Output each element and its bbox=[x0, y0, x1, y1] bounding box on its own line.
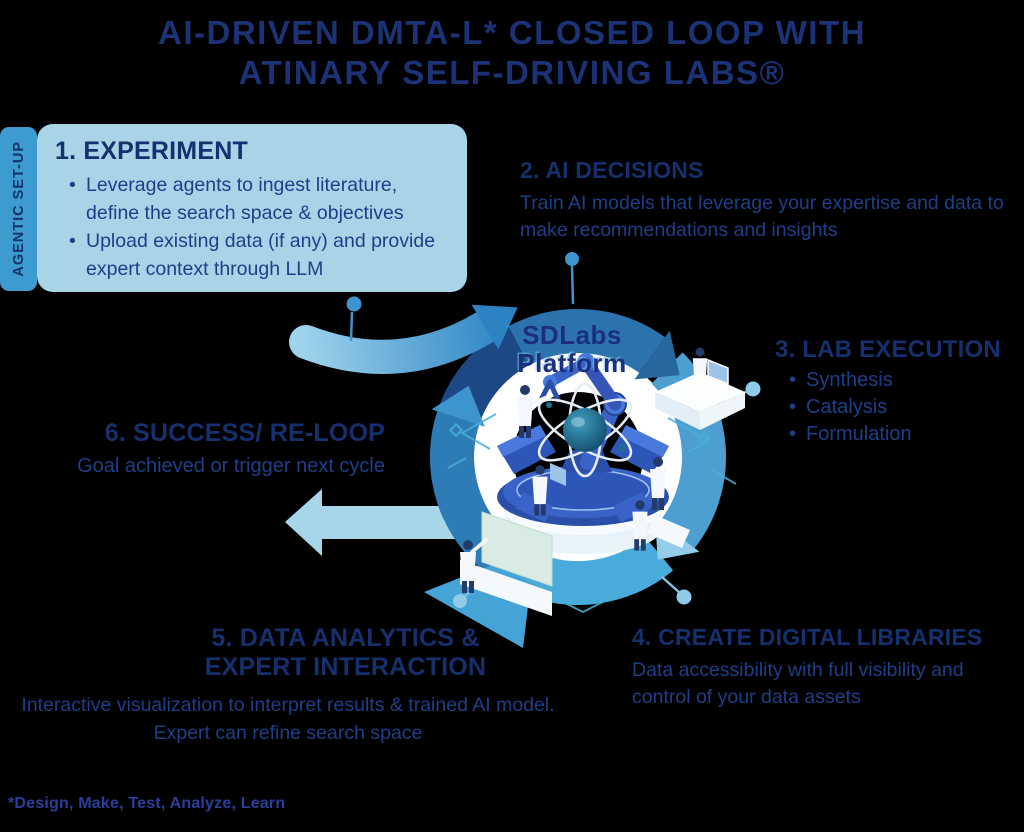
step-ai-decisions-body: Train AI models that leverage your exper… bbox=[520, 192, 1004, 241]
data-analytics-heading-line1: 5. DATA ANALYTICS & bbox=[211, 624, 480, 652]
sdlabs-label-line1: SDLabs bbox=[522, 320, 622, 350]
step-data-analytics-body: Interactive visualization to interpret r… bbox=[21, 694, 555, 744]
page-title-line2: ATINARY SELF-DRIVING LABS® bbox=[238, 54, 786, 91]
page-title-line1: AI-DRIVEN DMTA-L* CLOSED LOOP WITH bbox=[158, 14, 866, 51]
page-title: AI-DRIVEN DMTA-L* CLOSED LOOP WITH ATINA… bbox=[0, 13, 1024, 93]
experiment-bullet-1: Leverage agents to ingest literature, de… bbox=[69, 171, 453, 227]
atom-icon bbox=[537, 382, 633, 478]
step-digital-libraries-body: Data accessibility with full visibility … bbox=[632, 659, 964, 708]
step-lab-execution: 3. LAB EXECUTION Synthesis Catalysis For… bbox=[775, 336, 1024, 448]
step-digital-libraries-heading: 4. CREATE DIGITAL LIBRARIES bbox=[632, 624, 983, 650]
monitor-icon bbox=[707, 358, 729, 386]
step-experiment-heading: 1. EXPERIMENT bbox=[55, 137, 248, 165]
sdlabs-label-line2: Platform bbox=[517, 348, 627, 378]
step-digital-libraries: 4. CREATE DIGITAL LIBRARIES Data accessi… bbox=[632, 624, 1024, 711]
step-data-analytics: 5. DATA ANALYTICS & EXPERT INTERACTION I… bbox=[18, 624, 558, 747]
connector-dot-experiment bbox=[346, 296, 362, 312]
step-lab-execution-bullets: Synthesis Catalysis Formulation bbox=[775, 367, 1024, 448]
agentic-setup-tab: AGENTIC SET-UP bbox=[0, 127, 37, 291]
connector-dot-ai-decisions bbox=[565, 252, 579, 266]
step-ai-decisions-heading: 2. AI DECISIONS bbox=[520, 157, 704, 183]
connector-dot-digital-libraries bbox=[676, 589, 692, 605]
presentation-screen bbox=[460, 511, 553, 616]
robot-lab-illustration bbox=[447, 347, 745, 616]
step-lab-execution-heading: 3. LAB EXECUTION bbox=[775, 336, 1001, 363]
workstation-desk bbox=[655, 347, 745, 430]
lab-bullet-synthesis: Synthesis bbox=[789, 367, 1024, 394]
tablet-icon bbox=[550, 463, 566, 486]
step-success-reloop: 6. SUCCESS/ RE-LOOP Goal achieved or tri… bbox=[25, 420, 385, 480]
sdlabs-platform-label: SDLabs Platform bbox=[472, 321, 672, 377]
step-experiment-bullets: Leverage agents to ingest literature, de… bbox=[55, 171, 453, 283]
step-experiment-card: 1. EXPERIMENT Leverage agents to ingest … bbox=[37, 124, 467, 292]
step-success-reloop-heading: 6. SUCCESS/ RE-LOOP bbox=[104, 419, 385, 447]
step-ai-decisions: 2. AI DECISIONS Train AI models that lev… bbox=[520, 157, 1024, 244]
agentic-setup-label: AGENTIC SET-UP bbox=[10, 141, 27, 277]
connector-dot-lab-execution bbox=[745, 381, 761, 397]
lab-bullet-catalysis: Catalysis bbox=[789, 394, 1024, 421]
experiment-bullet-2: Upload existing data (if any) and provid… bbox=[69, 227, 453, 283]
incoming-arc-arrow-icon bbox=[289, 304, 518, 374]
reloop-arrow-icon bbox=[285, 489, 476, 556]
lab-bullet-formulation: Formulation bbox=[789, 421, 1024, 448]
footnote: *Design, Make, Test, Analyze, Learn bbox=[8, 795, 286, 812]
step-data-analytics-heading: 5. DATA ANALYTICS & EXPERT INTERACTION bbox=[18, 624, 558, 682]
step-success-reloop-body: Goal achieved or trigger next cycle bbox=[77, 455, 385, 477]
connector-dot-data-analytics bbox=[453, 594, 467, 608]
scientist-figures bbox=[517, 385, 690, 551]
data-analytics-heading-line2: EXPERT INTERACTION bbox=[204, 653, 487, 681]
